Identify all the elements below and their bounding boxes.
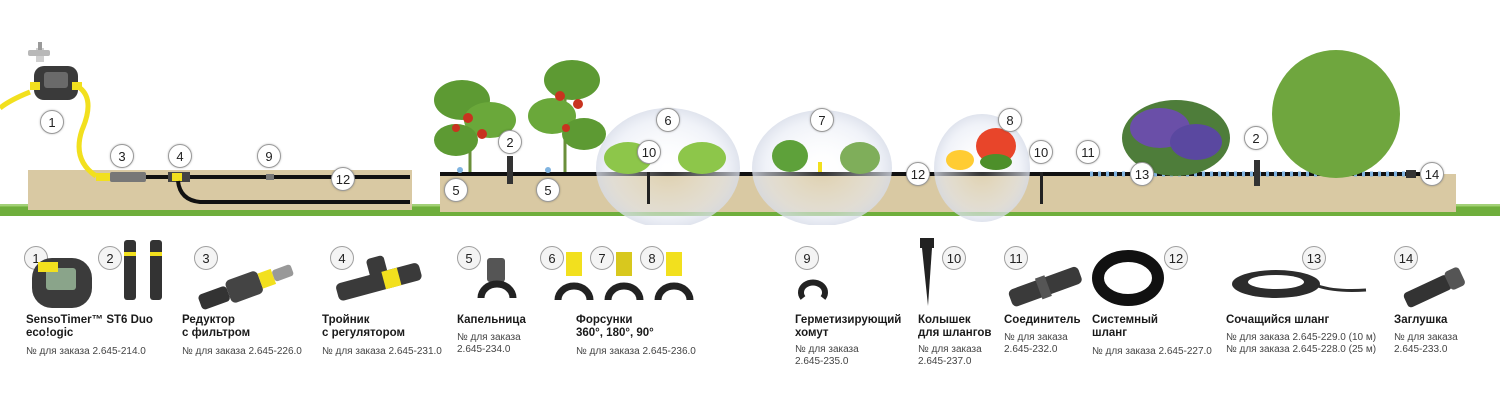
item-title: Форсунки 360°, 180°, 90° xyxy=(576,314,736,340)
scene-badge-10: 10 xyxy=(1029,140,1053,164)
soaker-hose-icon xyxy=(1226,232,1396,312)
item-order-number: № для заказа 2.645-227.0 xyxy=(1092,346,1224,358)
scene-badge-4: 4 xyxy=(168,144,192,168)
item-order-number: № для заказа 2.645-233.0 xyxy=(1394,332,1490,356)
item-order-number: № для заказа 2.645-236.0 xyxy=(576,346,746,358)
item-title: Редуктор с фильтром xyxy=(182,314,322,340)
item-title: Заглушка xyxy=(1394,314,1490,327)
clamp-icon xyxy=(795,232,915,312)
scene-badge-10: 10 xyxy=(637,140,661,164)
item-order-number: № для заказа 2.645-226.0 xyxy=(182,346,322,358)
connector-icon xyxy=(1004,232,1090,312)
stake-icon xyxy=(918,232,1003,312)
scene-illustration xyxy=(0,0,1500,225)
scene-badge-3: 3 xyxy=(110,144,134,168)
scene-badge-5: 5 xyxy=(536,178,560,202)
end-plug-icon xyxy=(1394,232,1490,312)
yellow-hose-left xyxy=(0,92,30,108)
item-order-number: № для заказа 2.645-235.0 xyxy=(795,344,915,368)
yellow-hose-main xyxy=(79,88,96,176)
scene-badge-2: 2 xyxy=(498,130,522,154)
catalog-item-tee: 4 Тройник с регулятором № для заказа 2.6… xyxy=(322,232,457,418)
item-order-number: № для заказа 2.645-237.0 xyxy=(918,344,1003,368)
scene-badge-6: 6 xyxy=(656,108,680,132)
item-title: Тройник с регулятором xyxy=(322,314,457,340)
catalog-item-nozzles: 6 7 8 Форсунки 360°, 180°, 90° № для зак… xyxy=(540,232,740,418)
catalog-item-sensotimer: 1 2 SensoTimer™ ST6 Duo eco!ogic № для з… xyxy=(0,232,180,418)
item-title: Колышек для шлангов xyxy=(918,314,1003,340)
catalog-item-system-hose: 12 Системный шланг № для заказа 2.645-22… xyxy=(1092,232,1224,418)
catalog-item-end-plug: 14 Заглушка № для заказа 2.645-233.0 xyxy=(1394,232,1490,418)
item-order-number: № для заказа 2.645-229.0 (10 м) № для за… xyxy=(1226,332,1396,356)
scene-badge-9: 9 xyxy=(257,144,281,168)
catalog-item-clamp: 9 Герметизирующий хомут № для заказа 2.6… xyxy=(795,232,915,418)
catalog-item-reducer: 3 Редуктор с фильтром № для заказа 2.645… xyxy=(182,232,322,418)
scene-badge-13: 13 xyxy=(1130,162,1154,186)
scene-badge-2: 2 xyxy=(1244,126,1268,150)
reducer-icon xyxy=(182,232,322,312)
item-title: Системный шланг xyxy=(1092,314,1224,340)
scene-badge-1: 1 xyxy=(40,110,64,134)
senso-timer-icon xyxy=(30,66,82,100)
catalog-item-dripper: 5 Капельница № для заказа 2.645-234.0 xyxy=(457,232,547,418)
tomato-plant-icon-1 xyxy=(434,80,516,172)
scene-badge-11: 11 xyxy=(1076,140,1100,164)
scene-badge-5: 5 xyxy=(444,178,468,202)
tomato-plant-icon-2 xyxy=(528,60,606,172)
water-tap-icon xyxy=(28,42,50,62)
item-order-number: № для заказа 2.645-232.0 xyxy=(1004,332,1090,356)
nozzle-icon xyxy=(540,232,740,312)
dripper-icon xyxy=(457,232,547,312)
scene-badge-12: 12 xyxy=(331,167,355,191)
item-title: Капельница xyxy=(457,314,547,327)
timer-icon xyxy=(0,232,180,312)
item-order-number: № для заказа 2.645-231.0 xyxy=(322,346,457,358)
catalog-item-connector: 11 Соединитель № для заказа 2.645-232.0 xyxy=(1004,232,1090,418)
scene-badge-14: 14 xyxy=(1420,162,1444,186)
item-order-number: № для заказа 2.645-214.0 xyxy=(26,346,196,358)
irrigation-scene: 1 3 4 9 12 2 5 5 6 10 7 8 12 10 11 13 2 … xyxy=(0,0,1500,225)
catalog-item-stake: 10 Колышек для шлангов № для заказа 2.64… xyxy=(918,232,1003,418)
scene-badge-7: 7 xyxy=(810,108,834,132)
item-order-number: № для заказа 2.645-234.0 xyxy=(457,332,547,356)
scene-badge-12: 12 xyxy=(906,162,930,186)
round-shrub-icon xyxy=(1272,50,1400,178)
item-title: Сочащийся шланг xyxy=(1226,314,1396,327)
product-catalog: 1 2 SensoTimer™ ST6 Duo eco!ogic № для з… xyxy=(0,232,1500,418)
scene-badge-8: 8 xyxy=(998,108,1022,132)
tee-icon xyxy=(322,232,457,312)
item-title: Соединитель xyxy=(1004,314,1090,327)
catalog-item-soaker-hose: 13 Сочащийся шланг № для заказа 2.645-22… xyxy=(1226,232,1396,418)
item-title: Герметизирующий хомут xyxy=(795,314,915,340)
hose-coil-icon xyxy=(1092,232,1224,312)
item-title: SensoTimer™ ST6 Duo eco!ogic xyxy=(26,314,196,340)
